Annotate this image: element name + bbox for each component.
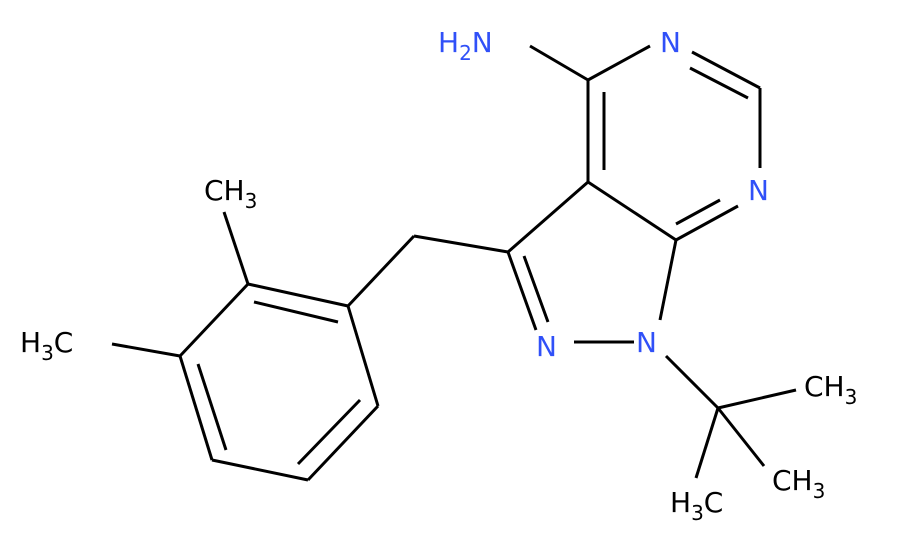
- bond-c3-n2-inner: [522, 255, 550, 323]
- benzene-ring: [178, 282, 380, 482]
- bond-n7-c7a-inner: [675, 198, 721, 226]
- ch3-tbu-1-label: CH3: [804, 370, 857, 409]
- bond-ch2-aryl: [346, 234, 416, 308]
- bond-b2-ch3: [222, 211, 250, 285]
- bond-b2-b3: [178, 282, 250, 358]
- bond-b4-b5: [211, 458, 309, 482]
- bond-n1-c7a: [658, 239, 678, 321]
- pyrimidine-ring: [586, 44, 762, 242]
- bond-tbu-ch3-3: [694, 407, 720, 479]
- amine-label: H2N: [438, 26, 493, 65]
- bond-c3-n2: [506, 251, 538, 331]
- pyrazole-ring: [506, 180, 678, 344]
- ch3-left-label: H3C: [20, 326, 73, 365]
- bond-c4-nh2: [529, 44, 589, 82]
- bond-c7a-c3a: [587, 180, 677, 242]
- bond-b3-ch3: [111, 342, 181, 358]
- bond-b6-b1: [346, 305, 380, 407]
- bond-n1-tbu: [664, 354, 720, 410]
- ch3-tbu-2-label: CH3: [772, 464, 825, 503]
- bond-b1-b2: [247, 282, 349, 308]
- n1-label: N: [636, 326, 657, 359]
- ch3-tbu-3-label: H3C: [670, 486, 723, 525]
- bond-n5-c6-inner: [689, 66, 749, 100]
- n5-label: N: [660, 26, 681, 59]
- bond-b5-b6: [306, 404, 380, 482]
- bond-n5-c6: [691, 50, 761, 90]
- bond-b1-b2-inner: [253, 300, 339, 324]
- ch3-top-label: CH3: [204, 174, 257, 213]
- n2-label: N: [536, 330, 557, 363]
- bond-b3-b4: [178, 355, 214, 461]
- bond-c3-ch2: [413, 234, 509, 254]
- bond-tbu-ch3-1: [717, 388, 797, 410]
- n7-label: N: [748, 174, 769, 207]
- bond-b3-b4-inner: [196, 363, 228, 451]
- bond-b5-b6-inner: [296, 398, 362, 466]
- bond-n7-c7a: [675, 204, 739, 242]
- bond-c3a-c3: [507, 180, 589, 254]
- bond-c4-n5: [587, 44, 651, 82]
- bond-tbu-ch3-2: [716, 407, 766, 467]
